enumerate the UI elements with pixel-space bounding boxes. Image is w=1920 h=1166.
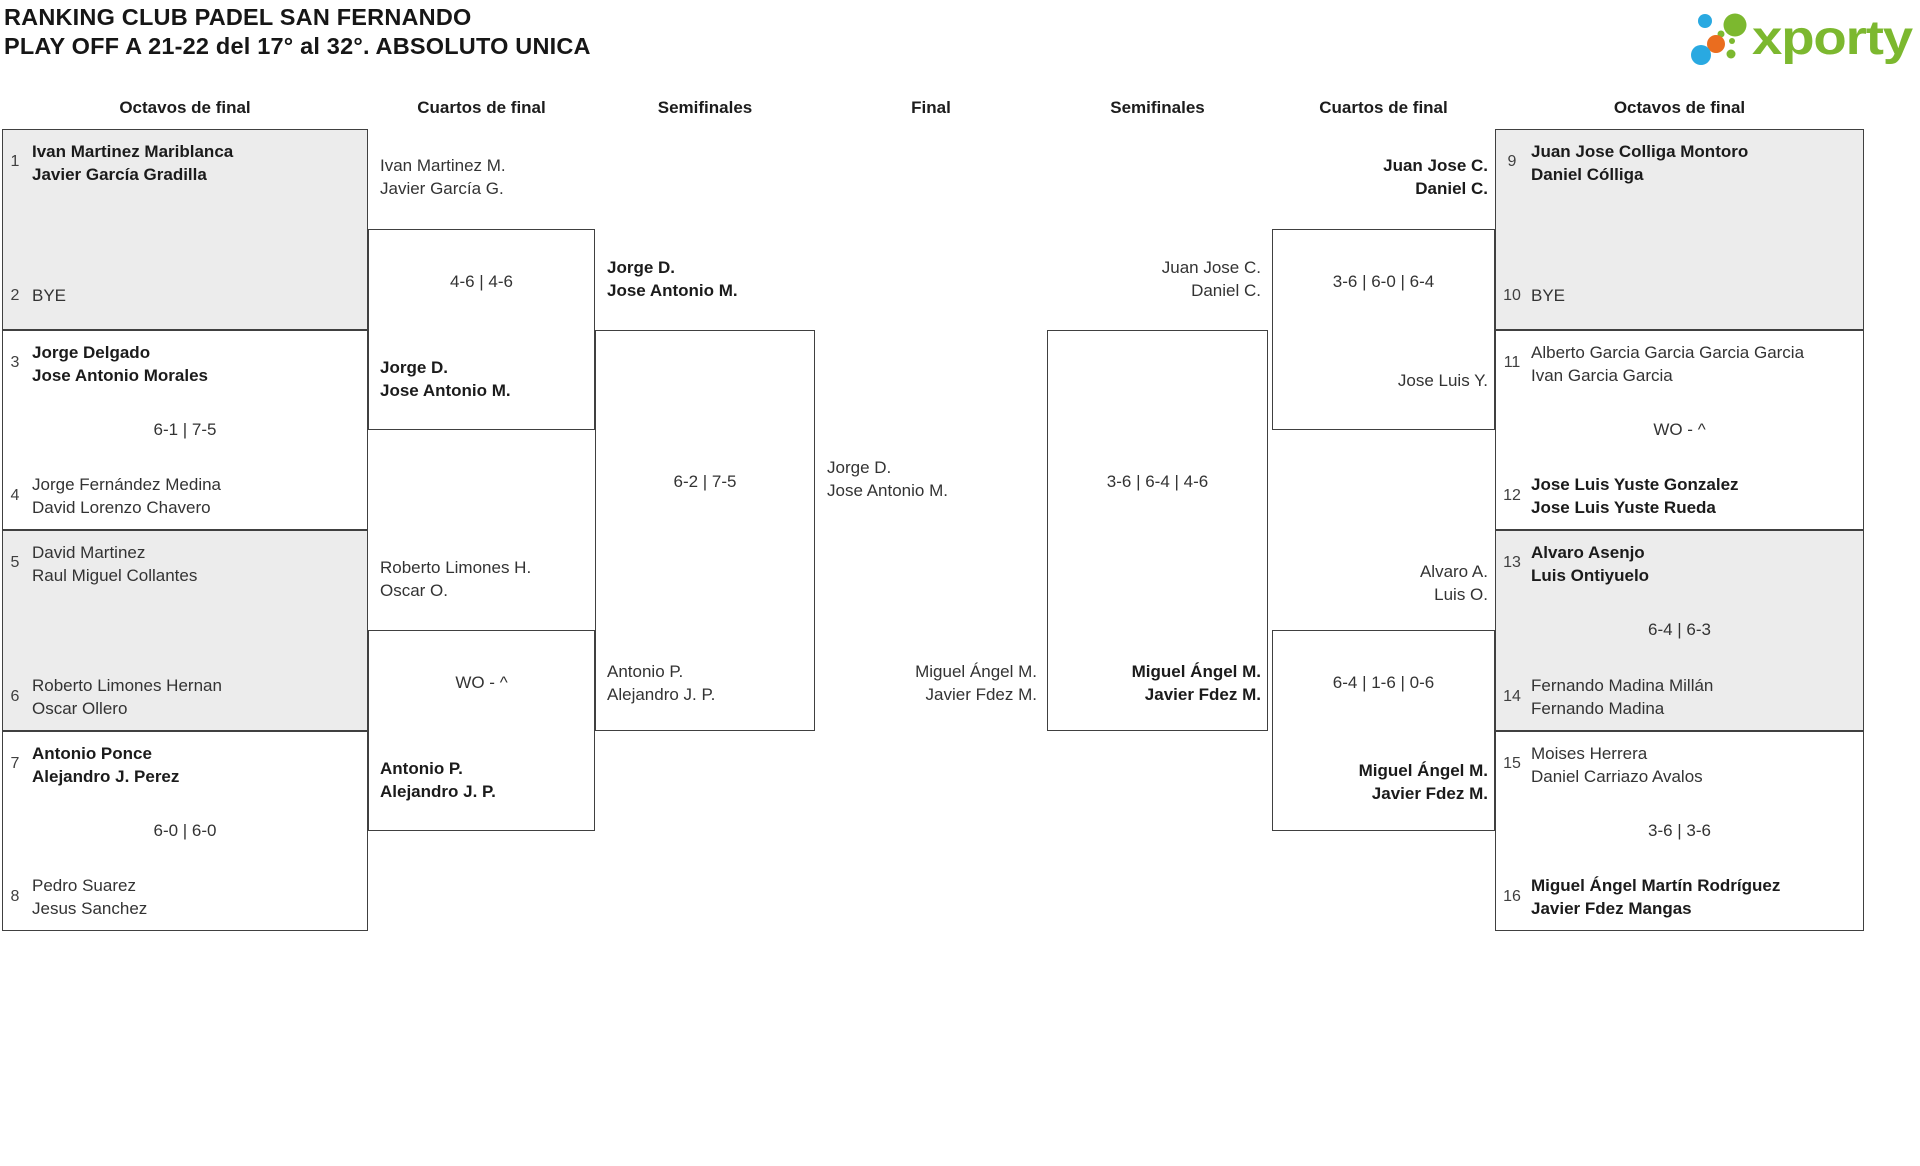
match-box-semi-left <box>595 330 815 731</box>
team-name: BYE <box>1531 286 1566 305</box>
match-score: 3-6 | 6-4 | 4-6 <box>1106 472 1209 491</box>
match-box-octavos-left-3 <box>2 530 368 731</box>
seed-number: 9 <box>1507 153 1517 170</box>
logo-dot-orange <box>1707 35 1725 53</box>
match-box-octavos-right-1 <box>1495 129 1864 330</box>
match-score: 6-4 | 6-3 <box>1647 620 1711 639</box>
team-name: Alvaro A.Luis O. <box>1419 562 1488 604</box>
match-score: WO - ^ <box>1653 420 1706 439</box>
logo-dots <box>1691 13 1747 65</box>
logo-dot-green-large <box>1723 13 1747 37</box>
seed-number: 4 <box>10 487 20 504</box>
team-name: Antonio P.Alejandro J. P. <box>380 759 496 801</box>
column-header-cuartos-left: Cuartos de final <box>417 98 546 117</box>
seed-number: 12 <box>1503 487 1521 504</box>
match-score: 6-0 | 6-0 <box>153 821 217 840</box>
seed-number: 6 <box>10 688 20 705</box>
team-name: Miguel Ángel M.Javier Fdez M. <box>1358 761 1488 803</box>
seed-number: 2 <box>10 287 20 304</box>
logo-dot-blue-large <box>1691 45 1711 65</box>
team-name: Jose Luis Y. <box>1397 371 1488 390</box>
column-header-octavos-left: Octavos de final <box>119 98 251 117</box>
match-score: 4-6 | 4-6 <box>449 272 513 291</box>
seed-number: 16 <box>1503 888 1521 905</box>
logo-wordmark: xporty <box>1752 12 1913 65</box>
team-name: Jorge D.Jose Antonio M. <box>380 358 511 400</box>
team-name: Juan Jose C.Daniel C. <box>1383 156 1488 198</box>
column-header-cuartos-right: Cuartos de final <box>1319 98 1448 117</box>
page-title: RANKING CLUB PADEL SAN FERNANDO PLAY OFF… <box>4 3 591 61</box>
seed-number: 7 <box>10 755 20 772</box>
team-name: Juan Jose C.Daniel C. <box>1161 258 1261 300</box>
team-name: Jorge D.Jose Antonio M. <box>827 458 948 500</box>
team-name: Ivan Martinez M.Javier García G. <box>380 156 506 198</box>
match-score: WO - ^ <box>455 673 508 692</box>
team-name: Miguel Ángel M.Javier Fdez M. <box>1131 662 1261 704</box>
seed-number: 3 <box>10 354 20 371</box>
column-header-octavos-right: Octavos de final <box>1613 98 1746 117</box>
match-box-cuartos-left-2 <box>368 630 595 831</box>
page-title-line2: PLAY OFF A 21-22 del 17° al 32°. ABSOLUT… <box>4 33 591 59</box>
logo-dot-blue-small <box>1698 14 1712 28</box>
team-name: BYE <box>32 286 67 305</box>
match-box-semi-right <box>1047 330 1268 731</box>
match-box-octavos-right-3 <box>1495 530 1864 731</box>
match-score: 3-6 | 6-0 | 6-4 <box>1332 272 1435 291</box>
seed-number: 11 <box>1503 354 1521 371</box>
match-score: 6-4 | 1-6 | 0-6 <box>1332 673 1435 692</box>
column-header-final: Final <box>911 98 951 117</box>
seed-number: 8 <box>10 888 20 905</box>
seed-number: 14 <box>1503 688 1521 705</box>
seed-number: 15 <box>1503 755 1521 772</box>
logo-dot-green-tiny2 <box>1729 38 1735 44</box>
seed-number: 5 <box>10 554 20 571</box>
match-score: 6-1 | 7-5 <box>153 420 217 439</box>
match-box-octavos-left-4 <box>2 731 368 931</box>
match-box-octavos-left-1 <box>2 129 368 330</box>
match-score: 3-6 | 3-6 <box>1647 821 1711 840</box>
match-box-octavos-left-2 <box>2 330 368 530</box>
team-name: Jorge D.Jose Antonio M. <box>607 258 738 300</box>
seed-number: 10 <box>1503 287 1521 304</box>
match-score: 6-2 | 7-5 <box>673 472 737 491</box>
logo-dot-green-small <box>1726 49 1736 59</box>
match-box-octavos-right-4 <box>1495 731 1864 931</box>
xporty-logo: xporty <box>1691 12 1914 65</box>
page-title-line1: RANKING CLUB PADEL SAN FERNANDO <box>4 4 472 30</box>
column-header-semis-right: Semifinales <box>1110 98 1205 117</box>
column-header-semis-left: Semifinales <box>657 98 753 117</box>
seed-number: 1 <box>10 153 20 170</box>
match-box-cuartos-left-1 <box>368 229 595 430</box>
team-name: Roberto Limones H.Oscar O. <box>380 558 532 600</box>
team-name: Miguel Ángel M.Javier Fdez M. <box>915 662 1037 704</box>
match-box-octavos-right-2 <box>1495 330 1864 530</box>
team-name: Antonio P.Alejandro J. P. <box>607 662 716 704</box>
match-box-cuartos-right-1 <box>1272 229 1495 430</box>
seed-number: 13 <box>1503 554 1521 571</box>
match-box-cuartos-right-2 <box>1272 630 1495 831</box>
